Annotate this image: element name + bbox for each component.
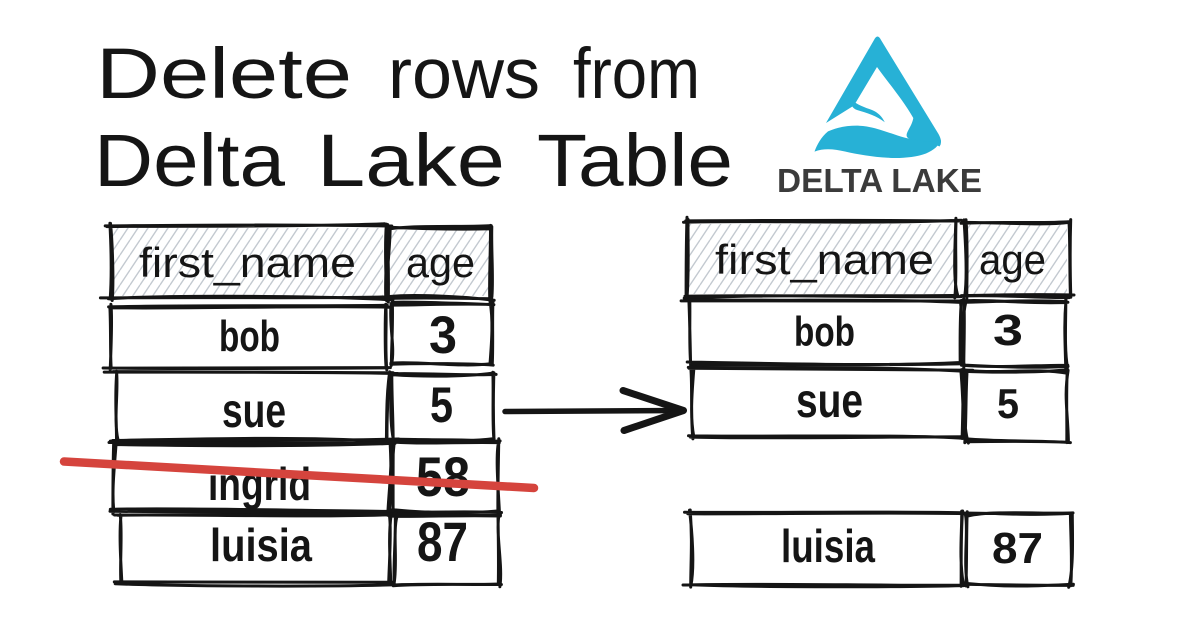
svg-text:Table: Table (537, 119, 733, 202)
svg-text:Delete: Delete (96, 35, 352, 114)
svg-text:first_name: first_name (139, 239, 356, 286)
svg-text:age: age (979, 236, 1046, 283)
svg-text:3: 3 (429, 306, 457, 365)
svg-text:DELTA LAKE: DELTA LAKE (777, 162, 982, 199)
svg-text:first_name: first_name (715, 236, 934, 283)
svg-text:ingrid: ingrid (208, 458, 311, 510)
svg-text:sue: sue (222, 385, 286, 438)
svg-text:58: 58 (416, 445, 470, 508)
svg-text:bob: bob (794, 308, 855, 355)
svg-text:Lake: Lake (317, 119, 505, 202)
svg-text:5: 5 (430, 377, 453, 433)
svg-text:age: age (406, 239, 475, 286)
svg-text:sue: sue (796, 375, 863, 428)
svg-text:luisia: luisia (210, 519, 312, 571)
svg-text:from: from (573, 35, 700, 114)
svg-text:87: 87 (992, 524, 1043, 573)
svg-text:bob: bob (219, 312, 280, 361)
svg-text:Delta: Delta (94, 119, 286, 202)
svg-text:rows: rows (388, 35, 540, 114)
svg-text:luisia: luisia (781, 520, 875, 572)
svg-text:87: 87 (417, 510, 468, 573)
svg-text:5: 5 (997, 380, 1019, 427)
svg-text:3: 3 (993, 306, 1023, 355)
